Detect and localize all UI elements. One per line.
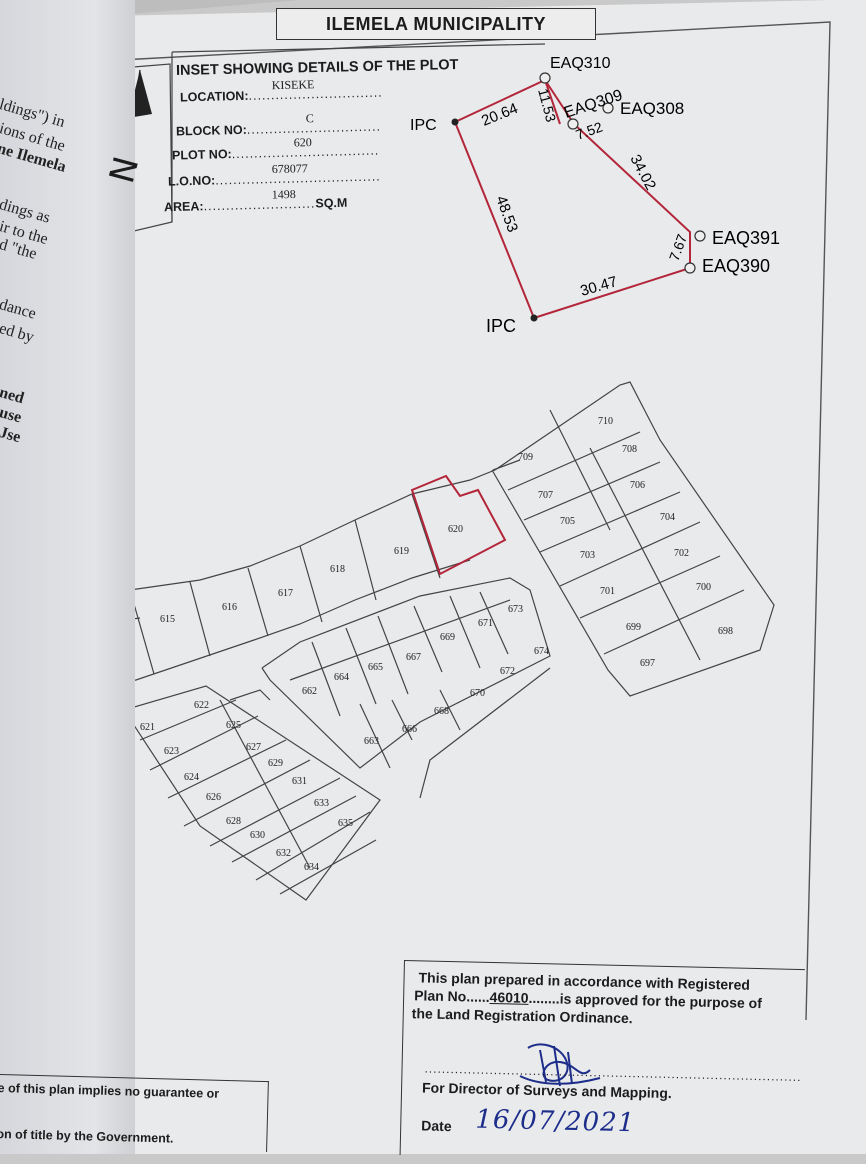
plot-619: 619: [394, 546, 409, 557]
plot-620: 620: [448, 524, 463, 535]
plot-664: 664: [334, 672, 349, 683]
plot-698: 698: [718, 626, 733, 637]
beacon-eaq308: EAQ308: [620, 99, 684, 118]
beacon-eaq391: EAQ391: [712, 228, 780, 248]
location-label: LOCATION:: [179, 88, 249, 105]
plot-618: 618: [330, 564, 345, 575]
plot-703: 703: [580, 550, 595, 561]
disclaimer-line-1: e of this plan implies no guarantee or: [0, 1080, 220, 1101]
beacon-ipc-top: IPC: [410, 117, 437, 134]
plot-702: 702: [674, 548, 689, 559]
plot-631: 631: [292, 776, 307, 787]
block-value: C: [305, 111, 314, 126]
plot-667: 667: [406, 652, 421, 663]
approval-line-3: the Land Registration Ordinance.: [411, 1005, 633, 1027]
plot-626: 626: [206, 792, 221, 803]
lo-label: L.O.NO:: [167, 173, 216, 189]
plot-701: 701: [600, 586, 615, 597]
plot-627: 627: [246, 742, 261, 753]
plot-617: 617: [278, 588, 293, 599]
plot-700: 700: [696, 582, 711, 593]
plot-label: PLOT NO:: [171, 147, 232, 163]
plot-704: 704: [660, 512, 675, 523]
paper-shadow: [120, 0, 300, 14]
plot-634: 634: [304, 862, 319, 873]
plot-673: 673: [508, 604, 523, 615]
plot-710: 710: [598, 416, 613, 427]
date-value: 16/07/2021: [475, 1104, 636, 1139]
block-label: BLOCK NO:: [175, 122, 248, 139]
left-text-fragment: Jse: [0, 424, 23, 447]
subdivision-layout: [39, 381, 775, 901]
sheet-border: [119, 21, 831, 1021]
plot-630: 630: [250, 830, 265, 841]
beacon-eaq310: EAQ310: [550, 55, 611, 72]
beacon-eaq390: EAQ390: [702, 256, 770, 276]
plot-665: 665: [368, 662, 383, 673]
plot-674: 674: [534, 646, 549, 657]
plot-666: 666: [402, 724, 417, 735]
plot-668: 668: [434, 706, 449, 717]
plot-635: 635: [338, 818, 353, 829]
plot-709: 709: [518, 452, 533, 463]
page-title: ILEMELA MUNICIPALITY: [276, 8, 596, 40]
plot-620-highlight: [410, 474, 507, 576]
page-title-text: ILEMELA MUNICIPALITY: [326, 13, 546, 34]
plot-623: 623: [164, 746, 179, 757]
plot-628: 628: [226, 816, 241, 827]
left-text-fragment: ed by: [0, 320, 36, 347]
plot-707: 707: [538, 490, 553, 501]
beacon-ipc-bottom: IPC: [486, 316, 516, 336]
plot-625: 625: [226, 720, 241, 731]
plot-615: 615: [160, 614, 175, 625]
director-label: For Director of Surveys and Mapping.: [421, 1079, 672, 1102]
plan-number: 46010: [489, 988, 529, 1006]
area-dots: .........................: [203, 196, 316, 214]
plot-672: 672: [500, 666, 515, 677]
disclaimer-box: e of this plan implies no guarantee or o…: [0, 1074, 269, 1153]
area-label: AREA:: [163, 199, 204, 215]
inset-box-top: [171, 43, 546, 53]
plot-621: 621: [140, 722, 155, 733]
signature: [519, 1043, 601, 1087]
area-value: 1498: [271, 187, 296, 202]
plot-697: 697: [640, 658, 655, 669]
location-value: KISEKE: [271, 77, 315, 93]
area-unit: SQ.M: [315, 195, 348, 211]
plot-670: 670: [470, 688, 485, 699]
date-label: Date: [421, 1117, 452, 1135]
plot-662: 662: [302, 686, 317, 697]
disclaimer-line-2: on of title by the Government.: [0, 1126, 174, 1146]
plot-632: 632: [276, 848, 291, 859]
left-page-edge: ldings") in ions of the ne Ilemela dings…: [0, 0, 135, 1154]
plot-622: 622: [194, 700, 209, 711]
plot-699: 699: [626, 622, 641, 633]
plot-boundary-inset: [451, 72, 706, 322]
plot-616: 616: [222, 602, 237, 613]
plot-629: 629: [268, 758, 283, 769]
plot-671: 671: [478, 618, 493, 629]
plot-624: 624: [184, 772, 199, 783]
plot-669: 669: [440, 632, 455, 643]
approval-box: This plan prepared in accordance with Re…: [399, 960, 805, 1164]
plot-663: 663: [364, 736, 379, 747]
plot-706: 706: [630, 480, 645, 491]
plot-value: 620: [293, 135, 312, 150]
plot-705: 705: [560, 516, 575, 527]
plot-633: 633: [314, 798, 329, 809]
plot-708: 708: [622, 444, 637, 455]
plan-no-prefix: Plan No......: [414, 987, 490, 1005]
lo-value: 678077: [271, 161, 308, 177]
left-text-fragment: dance: [0, 296, 38, 323]
